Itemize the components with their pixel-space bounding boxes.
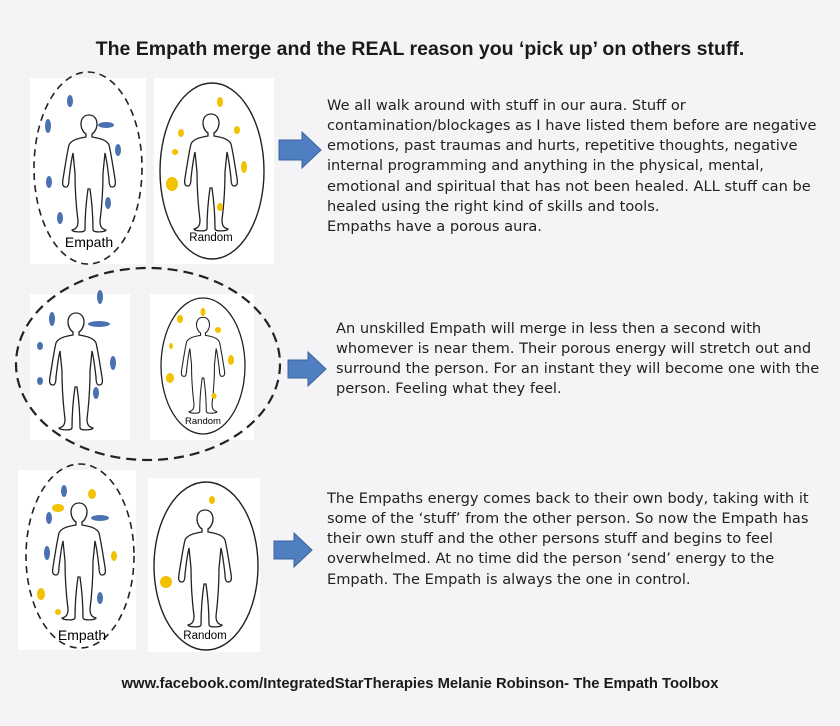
yellow-stuff-spot [172, 149, 178, 155]
blue-stuff-spot [49, 312, 55, 326]
yellow-stuff-spot [209, 496, 215, 504]
yellow-stuff-spot [166, 373, 174, 383]
blue-stuff-spot [91, 515, 109, 521]
blue-stuff-spot [57, 212, 63, 224]
description-paragraph: An unskilled Empath will merge in less t… [336, 320, 820, 398]
yellow-stuff-spot [228, 355, 234, 365]
empath-label: Empath [65, 234, 113, 250]
blue-stuff-spot [97, 592, 103, 604]
merged-aura [14, 266, 282, 462]
yellow-stuff-spot [178, 129, 184, 137]
blue-stuff-spot [61, 485, 67, 497]
yellow-stuff-spot [217, 203, 223, 211]
yellow-stuff-spot [217, 97, 223, 107]
random-aura [153, 481, 259, 651]
right-arrow-icon [278, 131, 322, 169]
description-paragraph: Empaths have a porous aura. [327, 217, 542, 235]
random-aura [159, 82, 265, 260]
blue-stuff-spot [88, 321, 110, 327]
page-title: The Empath merge and the REAL reason you… [95, 38, 745, 60]
yellow-stuff-spot [88, 489, 96, 499]
random-label: Random [189, 232, 232, 244]
blue-stuff-spot [115, 144, 121, 156]
empath-porous-aura [25, 463, 135, 649]
empath-label: Empath [58, 627, 106, 643]
blue-stuff-spot [105, 197, 111, 209]
yellow-stuff-spot [166, 177, 178, 191]
panel-empath-porous-aura: Empath Random We all walk around with st… [0, 0, 840, 270]
blue-stuff-spot [45, 119, 51, 133]
blue-stuff-spot [98, 122, 114, 128]
panel-3-description: The Empaths energy comes back to their o… [327, 489, 827, 590]
panel-empath-returns-with-stuff: Empath Random The Empaths energy comes b… [18, 463, 827, 652]
blue-stuff-spot [97, 290, 103, 304]
empath-and-random-figures-after: Empath Random [25, 463, 259, 651]
random-label: Random [183, 630, 226, 642]
yellow-stuff-spot [177, 315, 183, 323]
right-arrow-icon [287, 351, 327, 387]
panel-2-description: An unskilled Empath will merge in less t… [336, 319, 826, 400]
footer-credit: www.facebook.com/IntegratedStarTherapies… [121, 676, 719, 692]
yellow-stuff-spot [241, 161, 247, 173]
description-paragraph: We all walk around with stuff in our aur… [327, 97, 817, 215]
blue-stuff-spot [46, 176, 52, 188]
blue-stuff-spot [44, 546, 50, 560]
yellow-stuff-spot [200, 308, 206, 316]
random-label: Random [185, 416, 221, 427]
yellow-stuff-spot [52, 504, 64, 512]
blue-stuff-spot [110, 356, 116, 370]
right-arrow-icon [273, 532, 313, 568]
empath-porous-aura [33, 71, 143, 265]
yellow-stuff-spot [55, 609, 61, 615]
empath-and-random-figures: Empath Random [33, 71, 265, 265]
random-person-outline [177, 509, 233, 628]
yellow-stuff-spot [169, 343, 173, 349]
yellow-stuff-spot [111, 551, 117, 561]
blue-stuff-spot [37, 342, 43, 350]
blue-stuff-spot [67, 95, 73, 107]
blue-stuff-spot [93, 387, 99, 399]
merged-figures: Random [14, 266, 282, 462]
yellow-stuff-spot [37, 588, 45, 600]
random-aura [160, 297, 246, 435]
yellow-stuff-spot [211, 393, 217, 399]
blue-stuff-spot [37, 377, 43, 385]
yellow-stuff-spot [160, 576, 172, 588]
description-paragraph: The Empaths energy comes back to their o… [327, 490, 809, 588]
panel-empath-merge: Random An unskilled Empath will merge in… [14, 266, 826, 462]
blue-stuff-spot [46, 512, 52, 524]
panel-1-description: We all walk around with stuff in our aur… [327, 96, 827, 237]
yellow-stuff-spot [215, 327, 221, 333]
yellow-stuff-spot [234, 126, 240, 134]
